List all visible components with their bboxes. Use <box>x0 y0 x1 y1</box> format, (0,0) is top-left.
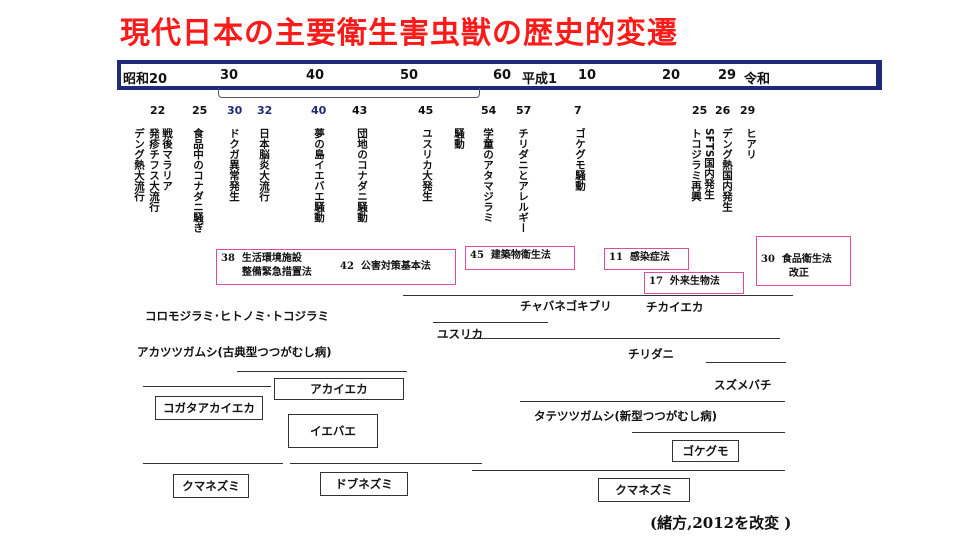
event-label: ユスリカ大発生 <box>421 128 433 202</box>
page-title: 現代日本の主要衛生害虫獣の歴史的変遷 <box>120 16 678 51</box>
era-label: 20 <box>662 68 681 83</box>
law-box: 38 生活環境施設 整備緊急措置法 <box>216 249 456 285</box>
pest-box: イエバエ <box>288 414 378 448</box>
pest-label: タテツツガムシ(新型つつがむし病) <box>534 409 718 423</box>
era-label: 令和 <box>744 72 771 87</box>
event-label: デング熱大流行 <box>133 128 145 202</box>
era-label: 50 <box>400 68 419 83</box>
law-box: 17 外来生物法 <box>644 272 744 294</box>
law-box: 45 建築物衛生法 <box>465 246 575 270</box>
source-credit: (緒方,2012を改変 ) <box>650 514 792 532</box>
pest-label: チリダニ <box>628 347 674 361</box>
event-label: 団地のコナダニ騒動 <box>356 128 368 223</box>
period-line <box>143 386 271 387</box>
year-label: 57 <box>516 104 532 117</box>
event-label: 日本脳炎大流行 <box>258 128 270 202</box>
year-label: 26 <box>715 104 731 117</box>
year-label: 43 <box>352 104 368 117</box>
pest-box: クマネズミ <box>173 474 249 498</box>
period-line <box>632 432 785 433</box>
period-line <box>520 401 785 402</box>
event-label: 学童のアタマジラミ <box>482 128 494 223</box>
era-label: 29 <box>718 68 737 83</box>
year-label: 25 <box>192 104 208 117</box>
event-label: 騒動 <box>453 128 465 149</box>
pest-box: ゴケグモ <box>672 440 739 462</box>
pest-box: クマネズミ <box>598 478 690 502</box>
period-line <box>403 295 793 296</box>
era-label: 10 <box>578 68 597 83</box>
year-label: 40 <box>311 104 327 117</box>
era-label: 昭和20 <box>123 72 168 87</box>
year-label: 25 <box>692 104 708 117</box>
era-label: 40 <box>306 68 325 83</box>
event-label: デング熱国内発生 <box>721 128 733 212</box>
era-label: 60 <box>493 68 512 83</box>
showa-30s-bracket <box>218 88 480 98</box>
pest-label: コロモジラミ･ヒトノミ･トコジラミ <box>145 309 329 323</box>
event-label: ヒアリ <box>745 128 757 160</box>
law-box: 30 食品衛生法 改正 <box>756 236 851 286</box>
period-line <box>706 362 786 363</box>
event-label: ドクガ異常発生 <box>228 128 240 202</box>
year-label: 22 <box>150 104 166 117</box>
pest-label: チカイエカ <box>646 300 704 314</box>
period-line <box>433 322 548 323</box>
year-label: 30 <box>227 104 243 117</box>
pest-label: チャバネゴキブリ <box>520 299 612 313</box>
pest-box: ドブネズミ <box>320 472 408 496</box>
era-label: 平成1 <box>522 72 558 87</box>
year-label: 29 <box>740 104 756 117</box>
year-label: 7 <box>574 104 582 117</box>
pest-label: スズメバチ <box>714 378 772 392</box>
period-line <box>472 470 785 471</box>
event-label: 戦後マラリア 発疹チフス大流行 <box>148 128 173 212</box>
pest-box: コガタアカイエカ <box>155 396 263 420</box>
period-line <box>237 371 407 372</box>
pest-box: アカイエカ <box>274 378 404 400</box>
law-box: 11 感染症法 <box>604 248 689 270</box>
era-timeline-bar <box>117 60 882 90</box>
period-line <box>465 338 780 339</box>
year-label: 54 <box>481 104 497 117</box>
event-label: チリダニとアレルギー <box>517 128 529 233</box>
year-label: 32 <box>257 104 273 117</box>
event-label: SFTS国内発生 トコジラミ再興 <box>690 128 715 202</box>
era-label: 30 <box>220 68 239 83</box>
period-line <box>143 463 283 464</box>
period-line <box>290 463 482 464</box>
event-label: ゴケグモ騒動 <box>574 128 586 191</box>
year-label: 45 <box>418 104 434 117</box>
event-label: 食品中のコナダニ騒ぎ <box>192 128 204 233</box>
pest-label: ユスリカ <box>437 327 483 341</box>
event-label: 夢の島イエバエ騒動 <box>313 128 325 223</box>
pest-label: アカツツガムシ(古典型つつがむし病) <box>137 345 332 359</box>
law-label: 42 公害対策基本法 <box>340 261 431 272</box>
